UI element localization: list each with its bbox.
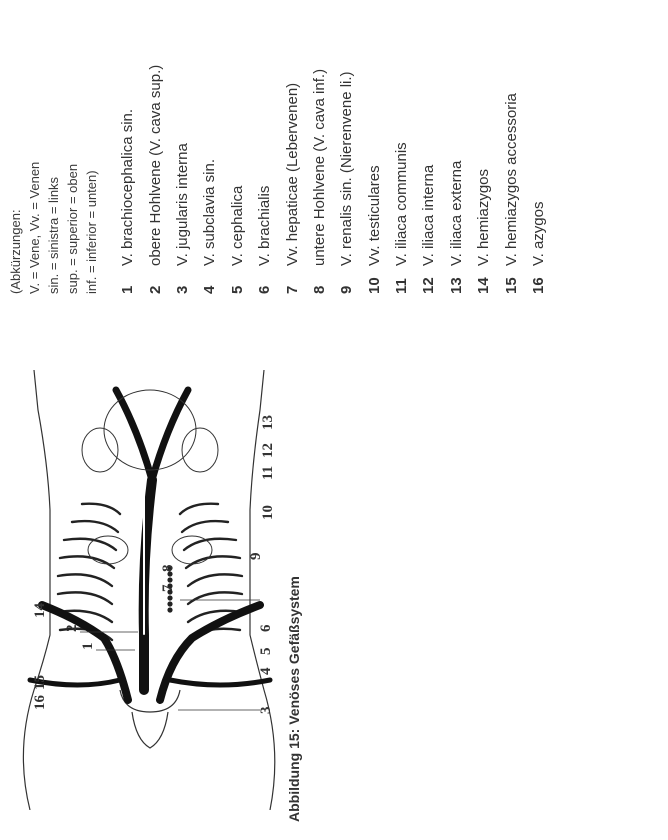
figure-label-2: 2 <box>64 625 80 633</box>
abbreviation-line: V. = Vene, Vv. = Venen <box>25 14 44 294</box>
legend-number: 2 <box>147 266 164 294</box>
legend-number: 12 <box>420 266 437 294</box>
legend-text: V. jugularis interna <box>174 143 191 266</box>
figure-label-5: 5 <box>258 648 274 656</box>
legend-text: Vv. testiculares <box>366 165 383 266</box>
legend-text: Vv. hepaticae (Lebervenen) <box>284 83 301 266</box>
figure-label-6: 6 <box>258 624 274 632</box>
legend-text: V. subclavia sin. <box>201 159 218 266</box>
figure-label-11: 11 <box>260 466 276 480</box>
legend-number: 13 <box>448 266 465 294</box>
abbreviation-line: inf. = inferior = unten) <box>82 14 101 294</box>
legend-text: V. azygos <box>530 202 547 267</box>
legend-number: 11 <box>393 266 410 294</box>
abbreviation-line: sup. = superior = oben <box>63 14 82 294</box>
legend-text: V. brachiocephalica sin. <box>119 109 136 266</box>
legend-text: V. brachialis <box>256 186 273 266</box>
legend-text: V. iliaca externa <box>448 161 465 266</box>
legend-text: untere Hohlvene (V. cava inf.) <box>311 69 328 266</box>
legend-number: 5 <box>229 266 246 294</box>
figure-label-4: 4 <box>258 667 274 675</box>
figure-label-15: 15 <box>32 675 48 690</box>
legend-number: 8 <box>311 266 328 294</box>
figure-label-7: 7 <box>160 584 176 592</box>
abbreviations: (Abkürzungen: V. = Vene, Vv. = Venen sin… <box>6 14 101 294</box>
legend-number: 7 <box>284 266 301 294</box>
figure-label-1: 1 <box>80 643 96 651</box>
legend-number: 6 <box>256 266 273 294</box>
figure-label-16: 16 <box>32 695 48 711</box>
legend-text: V. hemiazygos <box>475 169 492 266</box>
venous-system-illustration: 1 2 3 4 5 6 7 8 9 10 11 12 13 14 15 16 <box>20 370 280 810</box>
venous-system-figure: 1 2 3 4 5 6 7 8 9 10 11 12 13 14 15 16 <box>20 370 280 810</box>
figure-label-10: 10 <box>260 505 276 520</box>
legend-number: 14 <box>475 266 492 294</box>
figure-label-13: 13 <box>260 415 276 430</box>
legend-text: obere Hohlvene (V. cava sup.) <box>147 65 164 266</box>
figure-label-14: 14 <box>32 603 48 619</box>
legend-text: V. cephalica <box>229 186 246 266</box>
legend-number: 3 <box>174 266 191 294</box>
legend-text: V. renalis sin. (Nierenvene li.) <box>338 71 355 266</box>
figure-caption: Abbildung 15: Venöses Gefäßsystem <box>286 342 302 822</box>
figure-label-8: 8 <box>160 565 176 573</box>
figure-label-12: 12 <box>260 443 276 458</box>
figure-label-3: 3 <box>258 707 274 715</box>
legend-text: V. iliaca communis <box>393 142 410 266</box>
legend-number: 1 <box>119 266 136 294</box>
legend-number: 16 <box>530 266 547 294</box>
abbreviation-line: (Abkürzungen: <box>6 14 25 294</box>
legend-number: 9 <box>338 266 355 294</box>
figure-label-9: 9 <box>248 553 264 561</box>
legend-number: 15 <box>503 266 520 294</box>
legend-text: V. hemiazygos accessoria <box>503 93 520 266</box>
legend-number: 4 <box>201 266 218 294</box>
abbreviation-line: sin. = sinistra = links <box>44 14 63 294</box>
legend-number: 10 <box>366 266 383 294</box>
legend-text: V. iliaca interna <box>420 165 437 266</box>
